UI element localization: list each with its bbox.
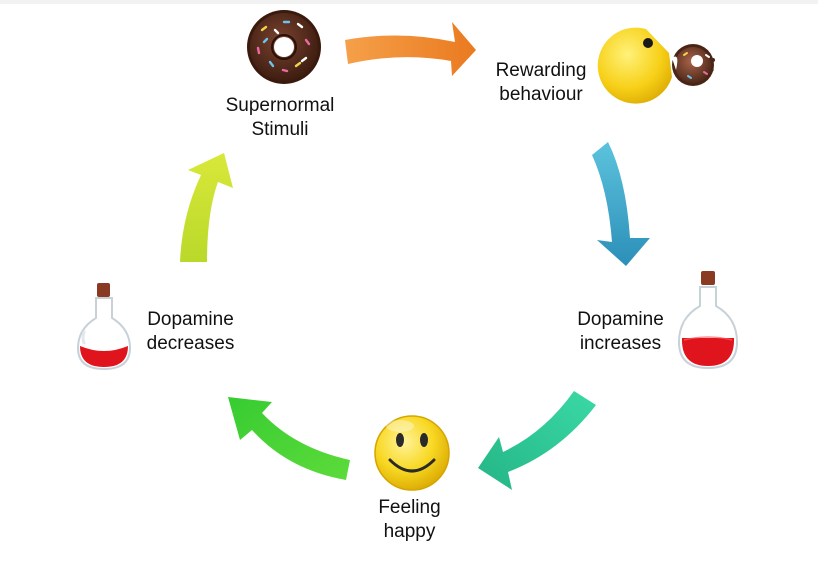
full-flask-icon bbox=[677, 271, 739, 370]
pacman-eating-donut-icon bbox=[597, 27, 715, 104]
donut-icon bbox=[247, 10, 321, 84]
arrow-stimuli-to-behaviour bbox=[345, 22, 476, 76]
half-flask-icon bbox=[76, 283, 132, 371]
arrow-dopamine-decrease-to-stimuli bbox=[180, 153, 233, 262]
label-supernormal-stimuli: Supernormal Stimuli bbox=[225, 95, 335, 140]
label-dopamine-decreases: Dopamine decreases bbox=[146, 309, 235, 354]
smiley-face-icon bbox=[374, 415, 450, 491]
arrow-behaviour-to-dopamine-increase bbox=[592, 142, 650, 266]
arrow-dopamine-increase-to-happy bbox=[478, 391, 596, 490]
label-feeling-happy: Feeling happy bbox=[378, 497, 441, 542]
arrow-happy-to-dopamine-decrease bbox=[228, 397, 350, 480]
label-rewarding-behaviour: Rewarding behaviour bbox=[495, 60, 587, 105]
label-dopamine-increases: Dopamine increases bbox=[577, 309, 664, 354]
